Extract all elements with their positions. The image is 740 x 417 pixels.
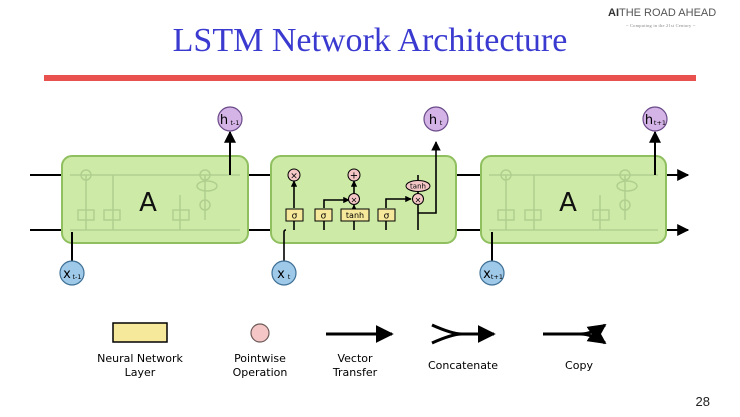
lstm-module-middle: × + × × tanh σ [270,141,457,262]
h-symbol: h [220,113,228,128]
copy-icon [543,323,607,345]
legend: Neural Network Layer Pointwise Operation… [97,322,607,379]
page-number: 28 [695,394,710,409]
module-label: A [139,188,157,218]
brand-logo: AITHE ROAD AHEAD [608,7,728,19]
x-symbol: x [483,267,491,282]
pointwise-tanh: tanh [405,180,431,192]
op-multiply: × [415,196,422,205]
layer-tanh: tanh [346,211,364,220]
legend-label: Vector [337,352,373,365]
x-subscript: t [288,273,291,281]
input-node-x-next: x t+1 [479,260,505,286]
pointwise-op: + [347,168,361,182]
output-node-h-next: h t+1 [642,106,668,132]
legend-label: Transfer [332,366,378,379]
nn-layer: σ [285,208,304,222]
lstm-module-right: A [480,155,667,244]
output-node-h-prev: h t-1 [217,106,243,132]
module-label: A [559,188,577,218]
input-node-x-prev: x t-1 [59,260,85,286]
cell-box [270,155,457,244]
op-multiply: × [351,196,358,205]
h-symbol: h [645,113,653,128]
nn-layer: tanh [340,208,370,222]
nn-layer: σ [377,208,396,222]
h-subscript: t+1 [654,119,666,127]
pointwise-op: × [412,193,424,205]
output-node-h-current: h t [423,106,449,132]
input-node-x-current: x t [271,260,297,286]
legend-label: Copy [565,359,593,372]
x-symbol: x [63,267,71,282]
title-underline [44,75,696,81]
op-add: + [350,171,358,182]
op-multiply: × [290,172,298,182]
slide-title: LSTM Network Architecture [172,22,568,59]
legend-label: Concatenate [428,359,498,372]
legend-label: Neural Network [97,352,183,365]
legend-label: Layer [125,366,156,379]
legend-label: Operation [233,366,288,379]
brand-tagline: ~ Computing in the 21st Century ~ [626,23,696,28]
concatenate-icon [431,323,496,345]
h-subscript: t [440,119,443,127]
layer-sigma: σ [321,212,327,222]
x-symbol: x [277,267,285,282]
nn-layer: σ [314,208,333,222]
layer-box-icon [112,322,168,343]
h-symbol: h [429,113,437,128]
h-subscript: t-1 [230,119,239,127]
brand-name: THE ROAD AHEAD [619,7,717,19]
layer-sigma: σ [384,212,390,222]
legend-label: Pointwise [234,352,286,365]
tanh-label: tanh [410,183,426,191]
lstm-module-left: A [61,155,249,244]
x-subscript: t+1 [491,273,503,281]
pointwise-op: × [348,193,360,205]
brand-ai: AI [608,7,619,19]
x-subscript: t-1 [72,273,81,281]
layer-sigma: σ [292,212,298,222]
pointwise-circle-icon [250,323,270,343]
cell-box [480,155,667,244]
pointwise-op: × [287,168,301,182]
